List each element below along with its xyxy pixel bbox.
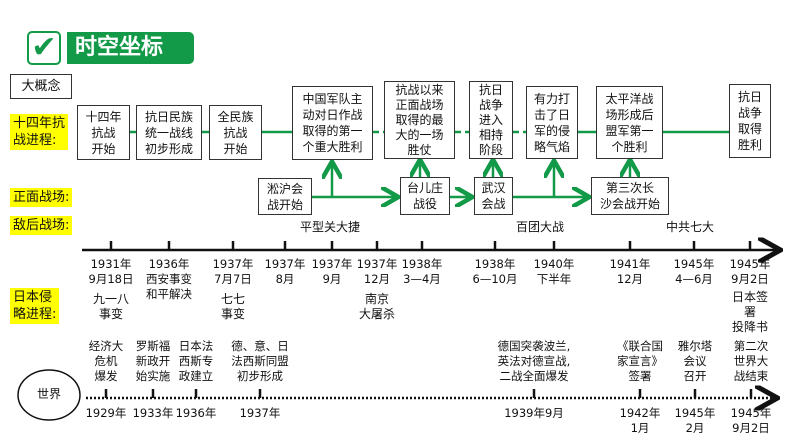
japan-event: 南京 大屠杀 — [358, 292, 396, 321]
world-date: 1936年 — [175, 406, 217, 420]
progress-box: 太平洋战 场形成后 盟军第一 个胜利 — [596, 86, 663, 159]
world-event: 第二次 世界大 战结束 — [733, 339, 769, 383]
front-battle-box: 武汉 会战 — [474, 177, 513, 215]
world-date: 1937年 — [239, 406, 281, 420]
progress-box: 抗日 战争 取得 胜利 — [729, 84, 771, 158]
world-date: 1939年9月 — [504, 406, 564, 420]
rear-event: 中共七大 — [665, 220, 715, 234]
front-battle-box: 第三次长 沙会战开始 — [591, 177, 669, 215]
world-date: 1942年 1月 — [619, 406, 661, 435]
label-rear: 敌后战场: — [10, 216, 73, 235]
rear-event: 平型关大捷 — [299, 220, 361, 234]
china-date: 1937年 9月 — [311, 257, 353, 286]
china-date: 1937年 7月7日 — [212, 257, 254, 286]
world-date: 1945年 9月2日 — [730, 406, 772, 435]
world-event: 《联合国 家宣言》 签署 — [617, 339, 663, 383]
world-event: 日本法 西斯专 政建立 — [178, 339, 214, 383]
progress-box: 抗日 战争 进入 相持 阶段 — [469, 81, 513, 159]
china-date: 1941年 12月 — [609, 257, 651, 286]
world-date: 1945年 2月 — [674, 406, 716, 435]
front-battle-box: 台儿庄 战役 — [400, 177, 450, 215]
world-event: 罗斯福 新政开 始实施 — [135, 339, 171, 383]
china-date: 1931年 9月18日 — [88, 257, 134, 286]
japan-event: 七七 事变 — [220, 292, 246, 321]
china-date: 1936年 西安事变 和平解决 — [146, 257, 192, 301]
china-date: 1938年 6—10月 — [472, 257, 518, 286]
title-badge: ✔ 时空坐标 — [27, 31, 194, 65]
world-date: 1929年 — [85, 406, 127, 420]
china-date: 1937年 12月 — [356, 257, 398, 286]
china-date: 1937年 8月 — [264, 257, 306, 286]
world-date: 1933年 — [132, 406, 174, 420]
china-date: 1938年 3—4月 — [401, 257, 443, 286]
check-icon: ✔ — [27, 31, 61, 65]
world-circle — [17, 369, 81, 421]
progress-box: 全民族 抗战 开始 — [209, 105, 262, 160]
world-event: 雅尔塔 会议 召开 — [677, 339, 713, 383]
world-event: 德、意、日 法西斯同盟 初步形成 — [231, 339, 289, 383]
label-japan: 日本侵 略进程: — [10, 288, 60, 324]
progress-box: 抗战以来 正面战场 取得的最 大的一场 胜仗 — [384, 81, 455, 159]
front-battle-box: 淞沪会 战开始 — [258, 178, 312, 215]
label-progress: 十四年抗 战进程: — [10, 114, 69, 150]
progress-box: 有力打 击了日 军的侵 略气焰 — [526, 86, 578, 159]
world-event: 德国突袭波兰, 英法对德宣战, 二战全面爆发 — [497, 339, 571, 383]
progress-box: 抗日民族 统一战线 初步形成 — [136, 105, 202, 160]
concept-label: 大概念 — [10, 74, 72, 99]
china-date: 1945年 9月2日 — [729, 257, 771, 286]
china-date: 1945年 4—6月 — [673, 257, 715, 286]
title-text: 时空坐标 — [67, 32, 194, 64]
rear-event: 百团大战 — [515, 220, 565, 234]
label-world: 世界 — [36, 387, 62, 401]
world-event: 经济大 危机 爆发 — [88, 339, 124, 383]
japan-event: 日本签署 投降书 — [731, 290, 768, 334]
japan-event: 九一八 事变 — [92, 292, 130, 321]
label-front: 正面战场: — [10, 188, 73, 207]
progress-box: 中国军队主 动对日作战 取得的第一 个重大胜利 — [292, 86, 373, 160]
china-date: 1940年 下半年 — [533, 257, 575, 286]
progress-box: 十四年 抗战 开始 — [77, 105, 130, 160]
